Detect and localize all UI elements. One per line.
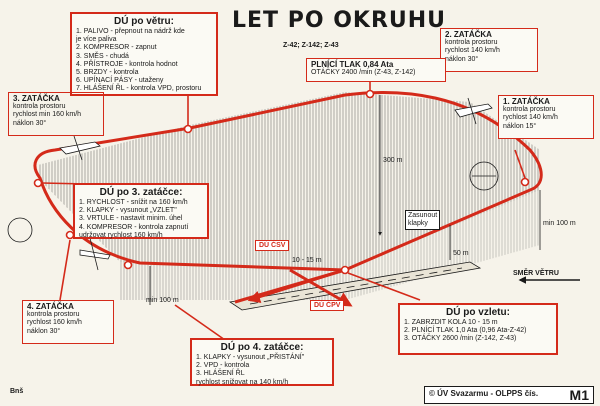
list-item: 2. KOMPRESOR - zapnut [76,44,157,52]
circuit-path [33,90,543,272]
list-item: udržovat rychlost 160 km/h [79,231,163,239]
list-item: rychlost 160 km/h [27,319,82,327]
wind-direction-label: SMĚR VĚTRU [513,270,559,277]
list-item: 1. KLAPKY - vysunout „PŘISTÁNÍ" [196,354,305,361]
list-item: 3. OTÁČKY 2600 /min (Z-142, Z-43) [404,335,517,343]
page-title: LET PO OKRUHU [232,8,447,33]
list-item: kontrola prostoru [503,106,556,114]
height-min-100-right: min 100 m [543,220,576,227]
heading: DÚ po 3. zatáčce: [99,187,183,198]
list-item: 3. HLÁŠENÍ ŘL [196,370,245,378]
checklist-turn3: DÚ po 3. zatáčce: 1. RYCHLOST - snížit n… [73,183,209,239]
height-300: 300 m [383,157,403,164]
list-item: kontrola prostoru [445,39,498,47]
list-item: 1. ZATÁČKA [503,97,550,106]
list-item: 7. HLÁŠENÍ ŘL - kontrola VPD, prostoru [76,85,202,93]
list-item: kontrola prostoru [27,311,80,319]
list-item: 2. KLAPKY - vysunout „VZLET" [79,207,177,215]
list-item: kontrola prostoru [13,103,66,111]
list-item: 6. UPÍNACÍ PÁSY - utaženy [76,77,164,85]
list-item: je více paliva [76,36,117,44]
list-item: 4. PŘÍSTROJE - kontrola hodnot [76,60,178,68]
heading: DÚ po vzletu: [446,307,510,318]
list-item: 2. PLNÍCÍ TLAK 1,0 Ata (0,96 Ata-Z-42) [404,327,527,335]
compass-dial [7,217,33,243]
du-csv-tag: DÚ ČSV [255,240,290,251]
list-item: PLNÍCÍ TLAK 0,84 Ata [311,60,394,69]
list-item: náklon 30° [27,327,61,335]
list-item: 2. VPD - kontrola [196,362,250,370]
aircraft-types: Z-42; Z-142; Z-43 [283,42,339,49]
footer-text: © ÚV Svazarmu - OLPPS čís. [429,389,539,398]
list-item: OTÁČKY 2400 /min (Z-43, Z-142) [311,69,416,77]
height-10-15: 10 - 15 m [292,257,322,264]
list-item: rychlost min 160 km/h [13,111,82,119]
checklist-turn4: DÚ po 4. zatáčce: 1. KLAPKY - vysunout „… [190,338,334,386]
list-item: 3. ZATÁČKA [13,94,60,103]
airplane-icon [59,97,493,271]
list-item: 1. RYCHLOST - snížit na 160 km/h [79,199,188,206]
list-item: 5. BRZDY - kontrola [76,69,139,77]
heading: DÚ po 4. zatáčce: [220,342,304,353]
height-50: 50 m [453,250,469,257]
list-item: 4. KOMPRESOR - kontrola zapnutí [79,223,189,231]
height-min-100-left: min 100 m [146,297,179,304]
footer-credit: © ÚV Svazarmu - OLPPS čís. M1 [424,386,594,404]
list-item: 4. ZATÁČKA [27,302,74,311]
author-mark: Bnš [10,388,24,395]
checklist-takeoff: DÚ po vzletu: 1. ZABRZDIT KOLA 10 - 15 m… [398,303,558,355]
runway [228,261,482,311]
compass-dial [469,161,499,191]
heading: DÚ po větru: [114,16,174,27]
list-item: rychlost 140 km/h [445,47,500,55]
checklist-downwind: DÚ po větru: 1. PALIVO - přepnout na nád… [70,12,218,96]
list-item: náklon 30° [445,55,479,63]
list-item: 3. VRTULE - nastavit minim. úhel [79,215,183,223]
list-item: 1. ZABRZDIT KOLA 10 - 15 m [404,319,498,326]
list-item: rychlost 140 km/h [503,114,558,122]
list-item: 1. PALIVO - přepnout na nádrž kde [76,28,185,35]
du-cpv-tag: DÚ ČPV [310,300,345,311]
retract-flaps-label: Zasunout klapky [405,210,441,230]
sheet-code: M1 [569,387,589,403]
list-item: náklon 15° [503,122,537,130]
list-item: rychlost snižovat na 140 km/h [196,378,289,386]
list-item: 3. SMĚS - chudá [76,52,129,60]
list-item: 2. ZATÁČKA [445,30,492,39]
list-item: náklon 30° [13,119,47,127]
